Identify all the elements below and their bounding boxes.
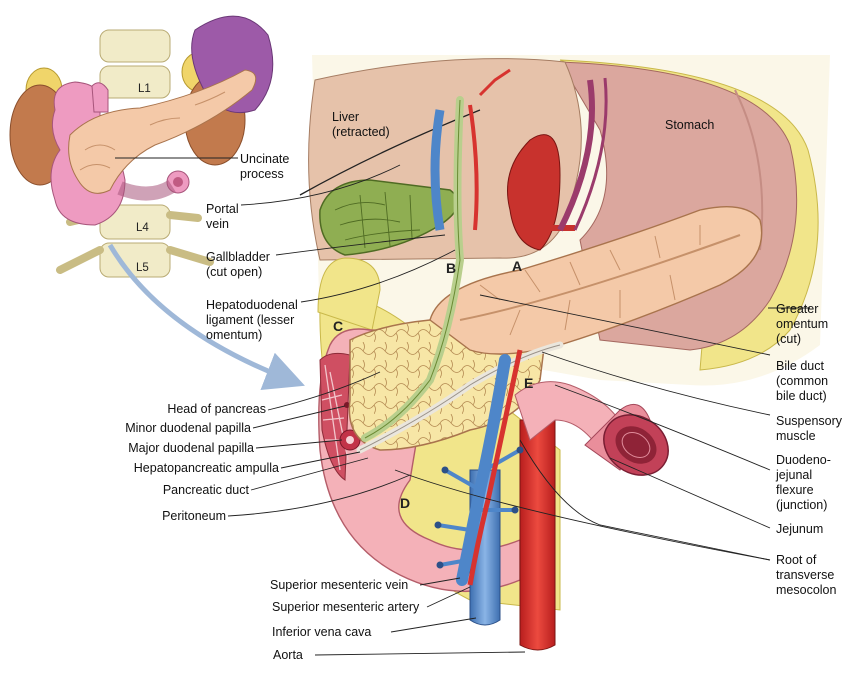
label-superior-mesenteric-vein: Superior mesenteric vein [270,578,409,592]
label-inferior-vena-cava: Inferior vena cava [272,625,372,639]
label-hepatopancreatic-ampulla: Hepatopancreatic ampulla [133,461,279,475]
label-aorta: Aorta [273,648,303,662]
superior-mesenteric-artery [467,349,523,586]
vertebra-l4-label: L4 [136,222,149,234]
label-root-transverse-mesocolon: Root of transverse mesocolon [776,553,837,597]
label-duodenojejunal-flexure: Duodeno- jejunal flexure (junction) [776,453,831,512]
label-greater-omentum: Greater omentum (cut) [776,302,829,346]
aorta [519,419,556,651]
vertebra-l5-label: L5 [136,262,149,274]
label-uncinate-process: Uncinate process [240,152,290,181]
pointer-arrow [107,243,305,391]
label-stomach: Stomach [665,118,715,132]
region-letter-b: B [446,260,457,276]
label-head-of-pancreas: Head of pancreas [167,402,266,416]
inset-overview [9,15,305,391]
label-superior-mesenteric-artery: Superior mesenteric artery [272,600,420,614]
leader-lines [115,157,810,656]
label-bile-duct: Bile duct (common bile duct) [776,359,829,403]
label-gallbladder: Gallbladder (cut open) [206,250,270,279]
region-letter-c: C [333,318,344,334]
label-minor-duodenal-papilla: Minor duodenal papilla [125,421,251,435]
label-liver: Liver (retracted) [332,110,390,139]
inset-pancreas [68,69,257,194]
label-portal-vein: Portal vein [206,202,239,231]
spine [56,29,214,278]
main-illustration [299,55,830,651]
region-letter-e: E [524,375,534,391]
label-suspensory-muscle: Suspensory muscle [776,414,843,443]
vertebra-l1-label: L1 [138,83,151,95]
label-hepatoduodenal-ligament: Hepatoduodenal ligament (lesser omentum) [206,298,298,342]
celiac-area [507,134,561,251]
region-letter-a: A [512,258,523,274]
region-letter-d: D [400,495,411,511]
label-major-duodenal-papilla: Major duodenal papilla [128,441,254,455]
label-pancreatic-duct: Pancreatic duct [162,483,249,497]
label-peritoneum: Peritoneum [162,509,226,523]
label-jejunum: Jejunum [776,522,824,536]
